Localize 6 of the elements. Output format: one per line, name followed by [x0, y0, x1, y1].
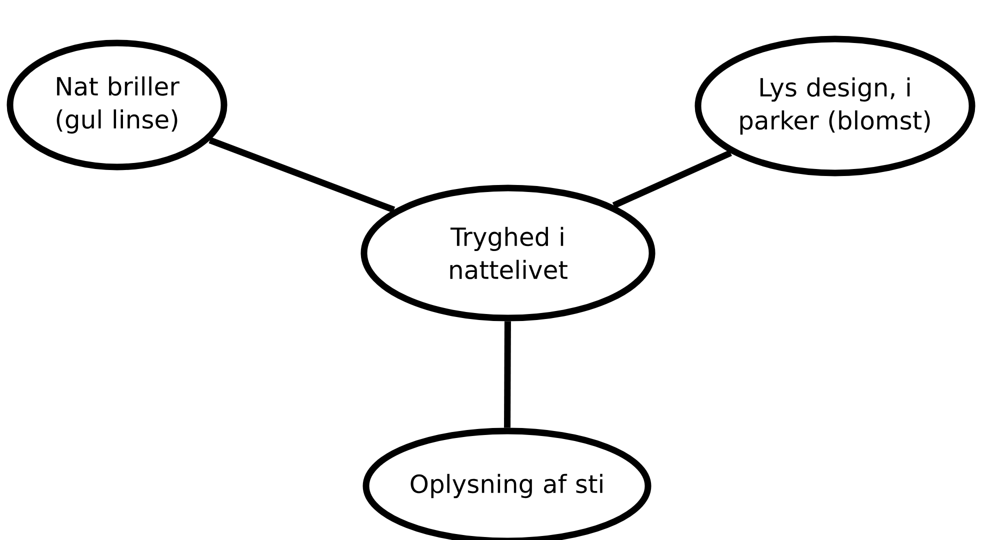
ellipse-node: Nat briller (gul linse) — [6, 40, 228, 170]
connector-line — [504, 321, 511, 428]
connector-line — [612, 150, 732, 208]
connector-line — [208, 137, 396, 213]
ellipse-node: Tryghed i nattelivet — [360, 184, 656, 322]
ellipse-node: Lys design, i parker (blomst) — [694, 36, 976, 176]
